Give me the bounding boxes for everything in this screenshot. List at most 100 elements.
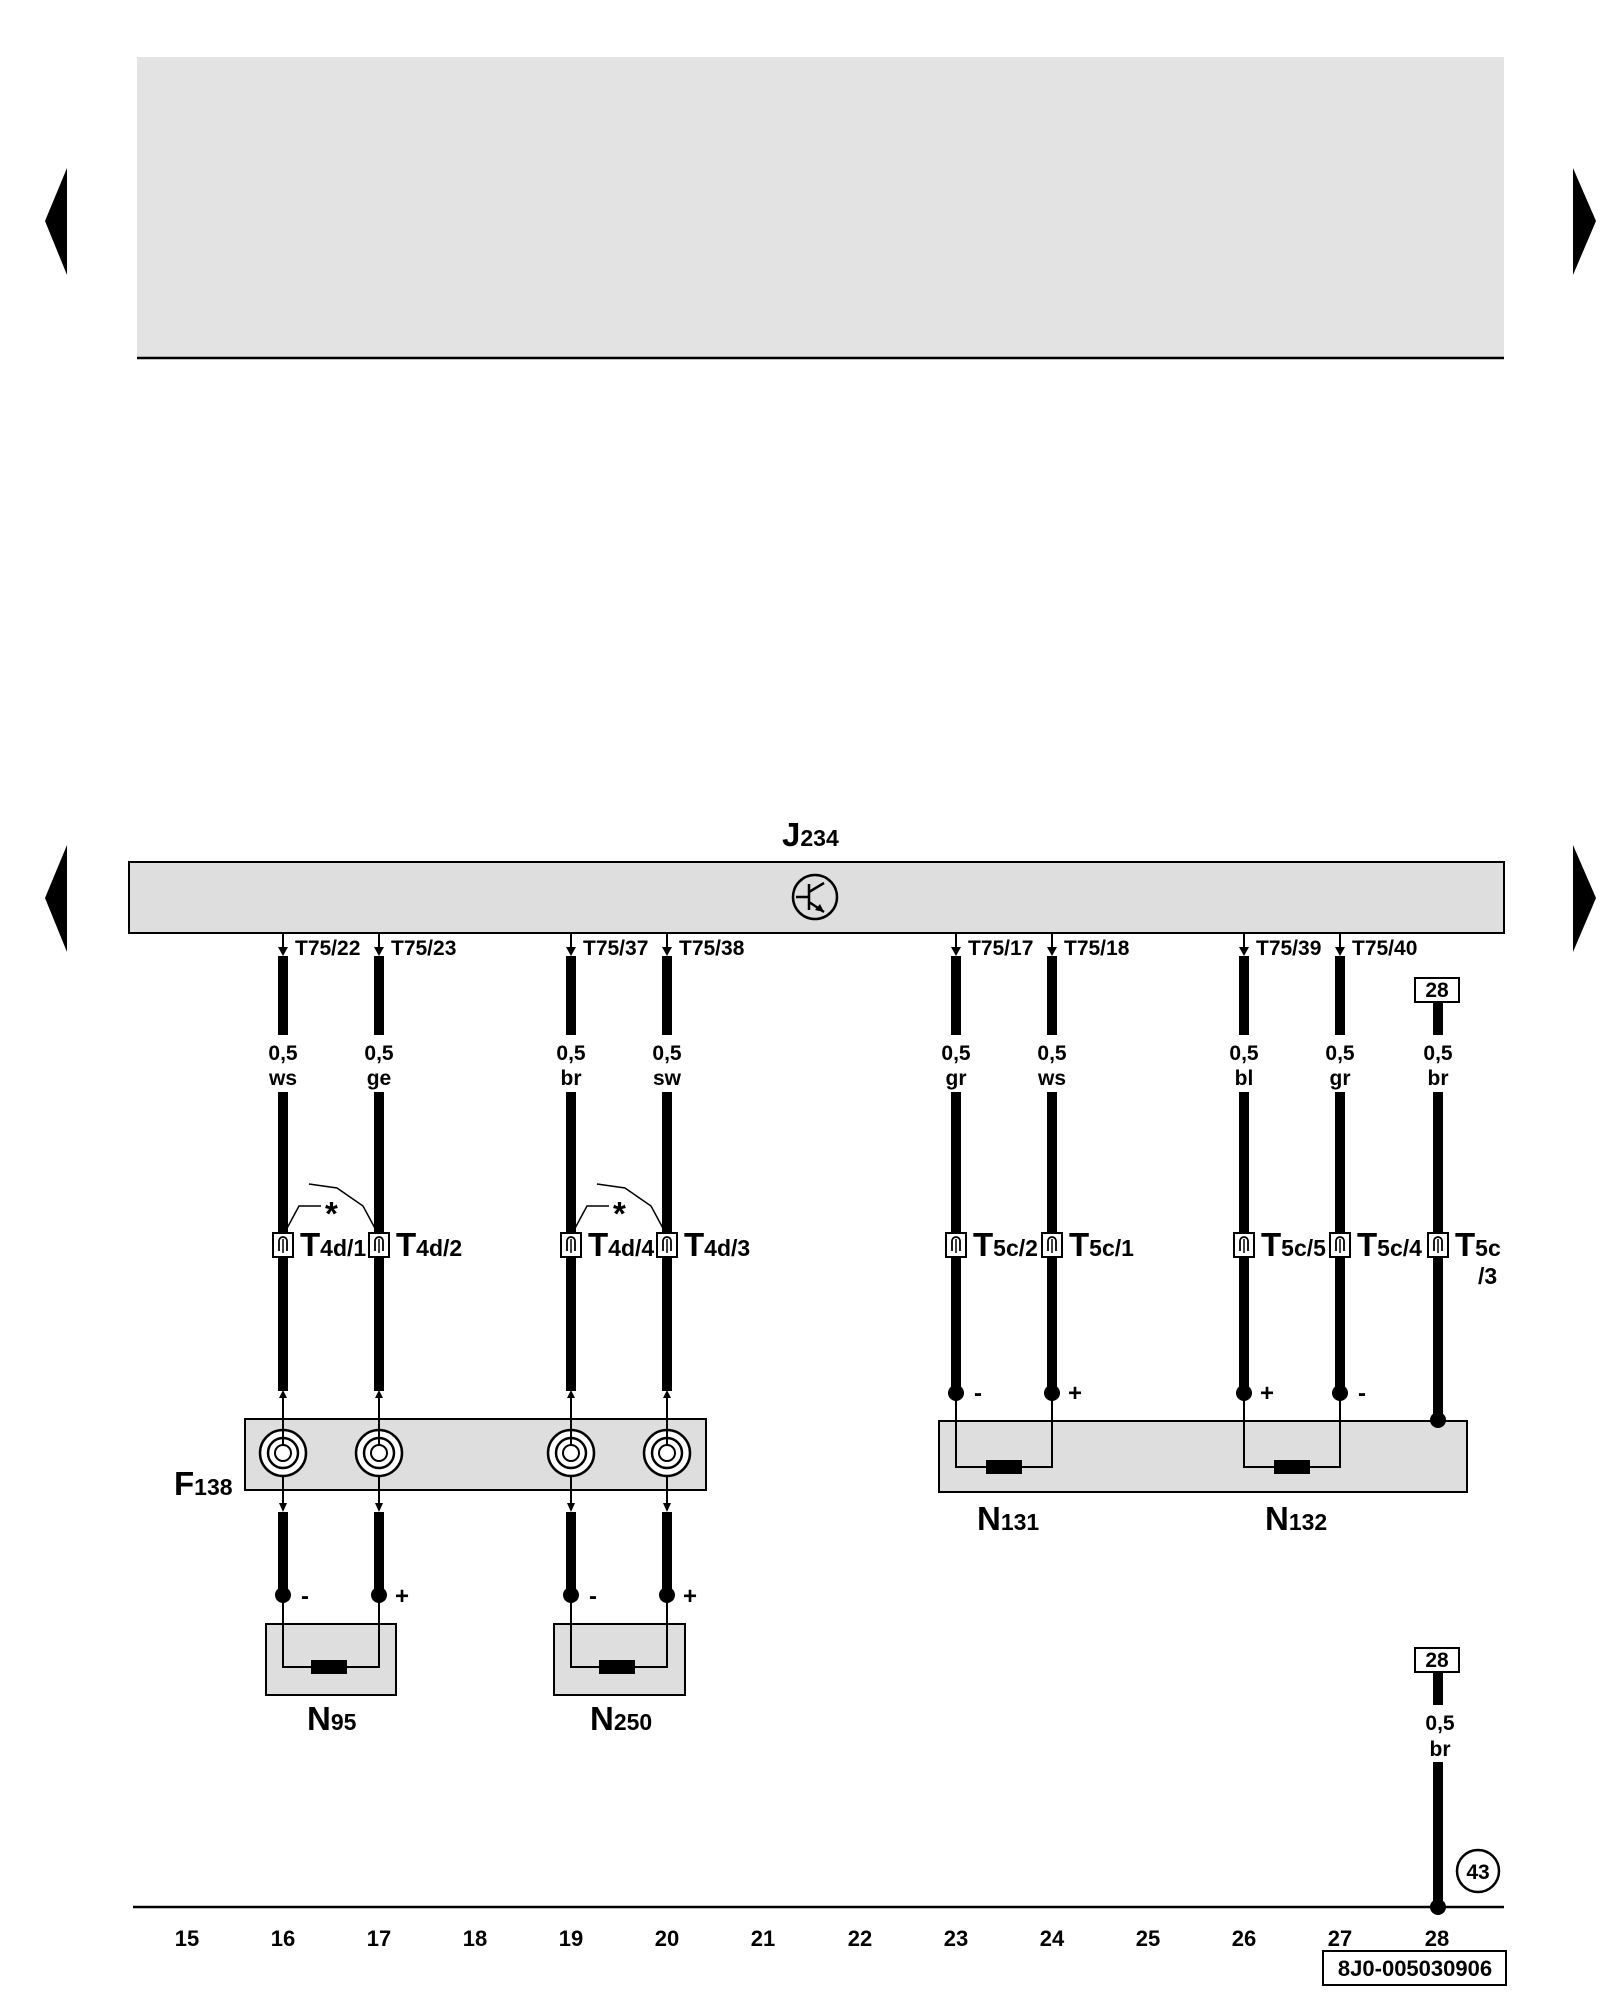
- wire-color: ws: [1037, 1067, 1066, 1090]
- column-number: 15: [175, 1926, 199, 1951]
- lower-wire-color: br: [1430, 1738, 1451, 1761]
- n132-label: N132: [1265, 1500, 1327, 1537]
- pin-arrow-icon: [662, 947, 672, 956]
- wire-size: 0,5: [1325, 1042, 1355, 1065]
- wire-color: ge: [367, 1067, 392, 1090]
- next-page-arrow-icon[interactable]: [1573, 168, 1596, 275]
- component-n131-n132: [938, 1420, 1468, 1493]
- wire-color: bl: [1235, 1067, 1254, 1090]
- connector-pin: [1041, 1232, 1063, 1258]
- prev-page-arrow-icon[interactable]: [45, 168, 67, 275]
- column-number: 23: [944, 1926, 968, 1951]
- wire-size: 0,5: [1037, 1042, 1067, 1065]
- wire-color: gr: [1330, 1067, 1351, 1090]
- pin-label: T75/18: [1064, 937, 1130, 960]
- next-section-arrow-icon[interactable]: [1573, 845, 1596, 952]
- terminal-junction: [1430, 1412, 1446, 1428]
- connector-label: T5c: [1455, 1226, 1501, 1263]
- connector-pin: [656, 1232, 678, 1258]
- column-number: 28: [1425, 1926, 1449, 1951]
- star-leader-line: [596, 1183, 666, 1233]
- polarity-label: -: [301, 1583, 309, 1610]
- pin-label: T75/38: [679, 937, 745, 960]
- resistor-n250-icon: [570, 1595, 668, 1674]
- connector-label: T5c/4: [1357, 1226, 1422, 1263]
- wire-size: 0,5: [364, 1042, 394, 1065]
- lower-reference-text: 28: [1425, 1649, 1449, 1672]
- column-number: 19: [559, 1926, 583, 1951]
- connector-label: T4d/2: [396, 1226, 462, 1263]
- n95-label: N95: [307, 1700, 357, 1737]
- column-number: 17: [367, 1926, 391, 1951]
- fuse-box-f138: [244, 1418, 707, 1491]
- connector-label: T4d/4: [588, 1226, 654, 1263]
- fuse-icon: [642, 1390, 692, 1603]
- ground-point-label: 43: [1466, 1861, 1489, 1884]
- header-panel: [137, 57, 1504, 358]
- n250-label: N250: [590, 1700, 652, 1737]
- polarity-label: +: [395, 1583, 409, 1610]
- wire-size: 0,5: [1423, 1042, 1453, 1065]
- connector-pin: [1427, 1232, 1449, 1258]
- wire-color: sw: [653, 1067, 682, 1090]
- component-n95: [265, 1623, 397, 1696]
- connector-label: T4d/3: [684, 1226, 750, 1263]
- control-unit-label: J234: [782, 816, 839, 853]
- connector-pin: [945, 1232, 967, 1258]
- fuse-icon: [546, 1390, 596, 1603]
- pin-label: T75/23: [391, 937, 456, 960]
- pin-label: T75/22: [295, 937, 360, 960]
- connector-pin: [560, 1232, 582, 1258]
- doc-code-box: [1322, 1950, 1507, 1986]
- star-leader-line: [308, 1183, 378, 1233]
- column-number: 27: [1328, 1926, 1352, 1951]
- connector-pin: [1329, 1232, 1351, 1258]
- wire-color: br: [561, 1067, 582, 1090]
- n131-label: N131: [977, 1500, 1039, 1537]
- column-number: 21: [751, 1926, 775, 1951]
- resistor-n95-icon: [282, 1595, 380, 1674]
- wire-size: 0,5: [1229, 1042, 1259, 1065]
- connector-label: T5c/2: [973, 1226, 1038, 1263]
- reference-text: 28: [1425, 979, 1449, 1002]
- wire-size: 0,5: [556, 1042, 586, 1065]
- connector-pin: [1233, 1232, 1255, 1258]
- connector-pin: [272, 1232, 294, 1258]
- transistor-icon: [791, 873, 839, 921]
- lower-wire-size: 0,5: [1425, 1712, 1455, 1735]
- wire-size: 0,5: [652, 1042, 682, 1065]
- polarity-label: -: [1358, 1380, 1366, 1407]
- connector-label: T4d/1: [300, 1226, 366, 1263]
- lower-reference-box: [1414, 1647, 1460, 1673]
- column-number: 22: [848, 1926, 872, 1951]
- star-leader-line: [572, 1205, 609, 1233]
- connector-label: T5c/1: [1069, 1226, 1134, 1263]
- pin-label: T75/40: [1352, 937, 1417, 960]
- polarity-label: +: [1260, 1380, 1274, 1407]
- resistor-n132-icon: [1243, 1393, 1341, 1474]
- fuse-icon: [354, 1390, 404, 1603]
- connector-label: T5c/5: [1261, 1226, 1326, 1263]
- column-number: 25: [1136, 1926, 1160, 1951]
- prev-section-arrow-icon[interactable]: [45, 845, 67, 952]
- column-number: 24: [1040, 1926, 1065, 1951]
- pin-label: T75/17: [968, 937, 1033, 960]
- star-marker: *: [613, 1195, 626, 1232]
- f138-label: F138: [174, 1465, 233, 1502]
- column-number: 18: [463, 1926, 487, 1951]
- polarity-label: -: [589, 1583, 597, 1610]
- pin-arrow-icon: [278, 947, 288, 956]
- wire-size: 0,5: [941, 1042, 971, 1065]
- column-number: 16: [271, 1926, 295, 1951]
- pin-label: T75/39: [1256, 937, 1321, 960]
- polarity-label: +: [683, 1583, 697, 1610]
- column-number: 26: [1232, 1926, 1256, 1951]
- polarity-label: -: [974, 1380, 982, 1407]
- pin-arrow-icon: [374, 947, 384, 956]
- connector-label-suffix: /3: [1478, 1263, 1497, 1289]
- pin-arrow-icon: [1335, 947, 1345, 956]
- pin-arrow-icon: [1239, 947, 1249, 956]
